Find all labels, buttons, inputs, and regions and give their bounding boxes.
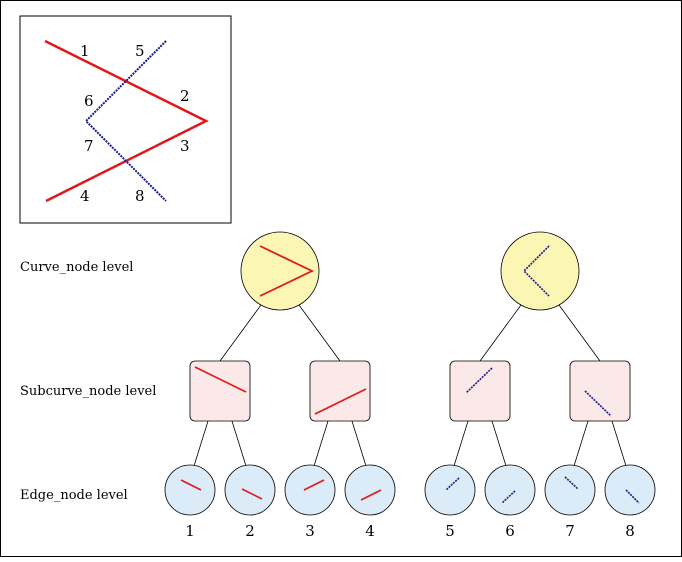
subcurve-node-box bbox=[189, 360, 251, 422]
edge-node-6 bbox=[484, 464, 536, 516]
level-label-curve: Curve_node level bbox=[20, 260, 133, 275]
inset-label-7: 7 bbox=[84, 137, 94, 155]
subcurve-node-4 bbox=[569, 360, 631, 422]
subcurve-node-box bbox=[449, 360, 511, 422]
edge-node-8-glyph bbox=[625, 489, 640, 504]
edge-node-3-glyph bbox=[303, 479, 325, 491]
connector-line bbox=[611, 420, 627, 467]
edge-label-4: 4 bbox=[365, 522, 375, 540]
inset-label-1: 1 bbox=[80, 42, 90, 60]
subcurve-node-1-glyph bbox=[194, 366, 247, 393]
inset-label-2: 2 bbox=[180, 87, 190, 105]
subcurve-node-3 bbox=[449, 360, 511, 422]
curve-node-blue-glyph bbox=[522, 245, 550, 297]
edge-node-circle bbox=[344, 464, 396, 516]
edge-node-8 bbox=[604, 464, 656, 516]
connector-line bbox=[219, 304, 262, 362]
inset-label-5: 5 bbox=[135, 42, 145, 60]
inset-blue-curve bbox=[84, 40, 167, 202]
curve-node-circle bbox=[240, 231, 320, 311]
edge-label-6: 6 bbox=[505, 522, 515, 540]
edge-node-5 bbox=[424, 464, 476, 516]
edge-node-circle bbox=[424, 464, 476, 516]
curve-node-blue bbox=[500, 231, 580, 311]
subcurve-node-box bbox=[569, 360, 631, 422]
edge-label-2: 2 bbox=[245, 522, 255, 540]
edge-label-8: 8 bbox=[625, 522, 635, 540]
connector-line bbox=[351, 420, 367, 467]
level-label-subcurve: Subcurve_node level bbox=[20, 384, 156, 399]
connector-line bbox=[193, 420, 209, 467]
subcurve-node-4-glyph bbox=[584, 390, 612, 417]
edge-node-7 bbox=[544, 464, 596, 516]
level-label-edge: Edge_node level bbox=[20, 488, 128, 503]
edge-node-circle bbox=[224, 464, 276, 516]
inset-label-8: 8 bbox=[135, 187, 145, 205]
connector-line bbox=[231, 420, 247, 467]
edge-node-4-glyph bbox=[360, 489, 382, 501]
connector-line bbox=[479, 304, 522, 362]
curve-node-red-glyph bbox=[259, 245, 315, 297]
edge-node-2 bbox=[224, 464, 276, 516]
inset-red-curve bbox=[44, 39, 209, 203]
edge-label-3: 3 bbox=[305, 522, 315, 540]
edge-node-2-glyph bbox=[241, 488, 263, 500]
subcurve-node-1 bbox=[189, 360, 251, 422]
inset-panel: 1 5 6 2 7 3 4 8 bbox=[19, 15, 232, 224]
edge-label-7: 7 bbox=[565, 522, 575, 540]
tree-connectors bbox=[193, 304, 627, 467]
edge-node-3 bbox=[284, 464, 336, 516]
edge-label-1: 1 bbox=[185, 522, 195, 540]
subcurve-node-box bbox=[309, 360, 371, 422]
connector-line bbox=[573, 420, 589, 467]
connector-line bbox=[298, 304, 341, 362]
connector-line bbox=[491, 420, 507, 467]
edge-node-circle bbox=[544, 464, 596, 516]
curve-node-circle bbox=[500, 231, 580, 311]
curve-node-red bbox=[240, 231, 320, 311]
subcurve-node-2 bbox=[309, 360, 371, 422]
edge-node-4 bbox=[344, 464, 396, 516]
inset-label-4: 4 bbox=[80, 187, 90, 205]
edge-node-1 bbox=[164, 464, 216, 516]
inset-border bbox=[19, 15, 232, 224]
connector-line bbox=[313, 420, 329, 467]
subcurve-node-3-glyph bbox=[465, 367, 493, 394]
edge-node-circle bbox=[604, 464, 656, 516]
edge-node-circle bbox=[284, 464, 336, 516]
edge-label-5: 5 bbox=[445, 522, 455, 540]
connector-line bbox=[558, 304, 601, 362]
edge-node-circle bbox=[164, 464, 216, 516]
edge-node-1-glyph bbox=[180, 479, 202, 491]
edge-node-circle bbox=[484, 464, 536, 516]
inset-label-3: 3 bbox=[180, 137, 190, 155]
connector-line bbox=[453, 420, 469, 467]
inset-label-6: 6 bbox=[84, 92, 94, 110]
subcurve-node-2-glyph bbox=[314, 388, 367, 415]
